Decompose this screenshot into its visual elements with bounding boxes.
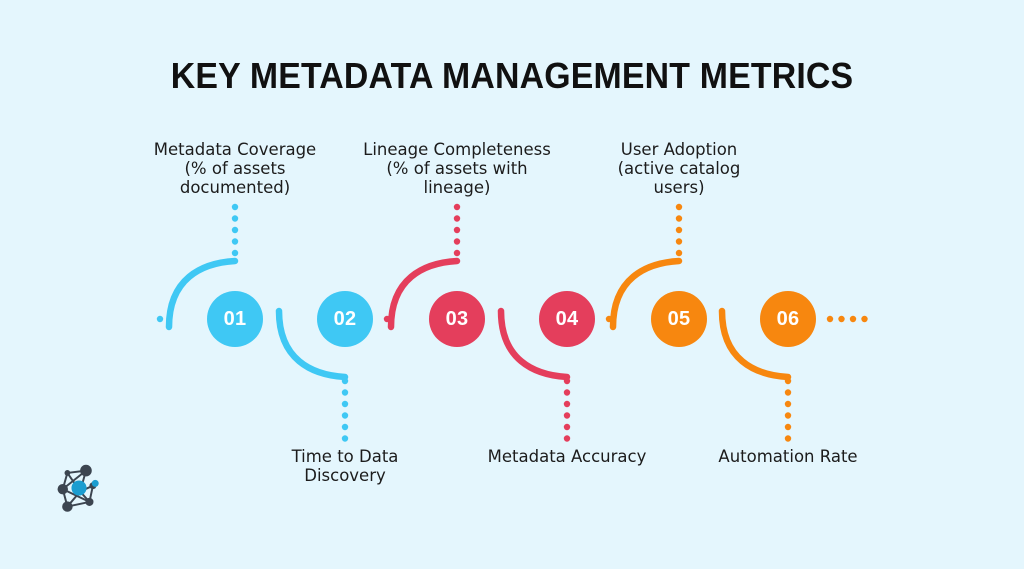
connector-dot-vertical (341, 400, 349, 408)
connector-dot-horizontal (838, 315, 845, 323)
connector-dot-vertical (453, 238, 461, 245)
connector-dot-vertical (784, 412, 792, 419)
step-circle-04[interactable] (539, 291, 595, 347)
connector-dot-vertical (563, 400, 571, 408)
step-circle-02[interactable] (317, 291, 373, 347)
step-label-01: Metadata Coverage (% of assets documente… (153, 140, 317, 197)
step-label-04: Metadata Accuracy (487, 447, 647, 466)
connector-dot-horizontal (861, 315, 868, 323)
connector-dot-vertical (784, 435, 792, 442)
step-circles (207, 291, 816, 347)
connector-dot-vertical (563, 412, 571, 419)
connector-dot-vertical (453, 226, 461, 234)
arc-down (497, 307, 571, 381)
step-circle-05[interactable] (651, 291, 707, 347)
connector-dot-vertical (784, 389, 792, 396)
connector-dot-vertical (784, 400, 792, 408)
connector-dot-vertical (675, 226, 683, 234)
connector-dot-vertical (675, 238, 683, 245)
connector-dot-vertical (675, 203, 683, 211)
connector-dot-vertical (453, 215, 461, 222)
connector-dot-vertical (341, 389, 349, 396)
connector-dot-vertical (453, 203, 461, 211)
connector-dot-horizontal (826, 315, 834, 323)
connector-dot-vertical (453, 249, 461, 257)
connector-dot-horizontal (156, 315, 164, 323)
step-label-03: Lineage Completeness (% of assets with l… (363, 140, 551, 197)
arc-up (165, 257, 239, 331)
connector-dot-vertical (675, 249, 683, 257)
step-circle-01[interactable] (207, 291, 263, 347)
arc-down (275, 307, 349, 381)
connector-dot-vertical (563, 423, 571, 431)
step-label-05: User Adoption (active catalog users) (617, 140, 741, 197)
step-circle-06[interactable] (760, 291, 816, 347)
arc-up (609, 257, 683, 331)
connector-dot-vertical (341, 435, 349, 442)
arc-down (718, 307, 792, 381)
step-label-06: Automation Rate (718, 447, 858, 466)
arc-up (387, 257, 461, 331)
connector-dot-vertical (231, 215, 239, 222)
connector-dot-vertical (341, 412, 349, 419)
step-label-02: Time to Data Discovery (291, 447, 399, 485)
connector-dot-vertical (231, 203, 239, 211)
connector-dot-vertical (341, 423, 349, 431)
step-circle-03[interactable] (429, 291, 485, 347)
network-graph-logo (57, 464, 99, 512)
connector-dot-vertical (231, 249, 239, 257)
connector-dot-vertical (563, 435, 571, 442)
curved-arcs (165, 257, 792, 381)
page-title: KEY METADATA MANAGEMENT METRICS (170, 55, 854, 96)
connector-dot-vertical (784, 423, 792, 431)
connector-dot-vertical (563, 389, 571, 396)
connector-dot-vertical (231, 226, 239, 234)
connector-dot-vertical (675, 215, 683, 222)
connector-dot-vertical (231, 238, 239, 245)
connector-dot-horizontal (849, 315, 857, 323)
